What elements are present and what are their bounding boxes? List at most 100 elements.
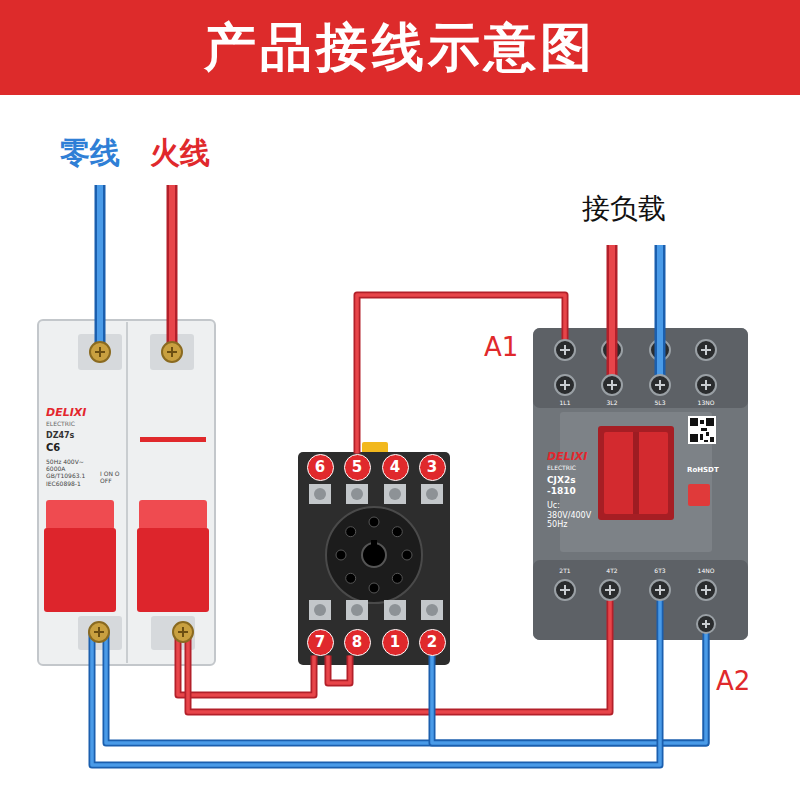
terminal-number-text: 4 (390, 460, 400, 475)
terminal-number-text: 1 (390, 635, 400, 650)
wire-core (432, 640, 706, 743)
screw-slot (655, 585, 665, 595)
screw-slot (701, 345, 711, 355)
terminal-plate (309, 600, 331, 620)
terminal-number: 5 (344, 454, 371, 481)
socket-screw (351, 604, 363, 616)
wire-connector (328, 656, 350, 684)
socket-screw (389, 488, 401, 500)
screw (696, 375, 716, 395)
wire-stub (178, 328, 610, 665)
screw-slot (701, 585, 711, 595)
pin-hole (346, 573, 356, 583)
toggle-top (139, 500, 207, 530)
screw (650, 580, 670, 600)
screw (90, 342, 110, 362)
contactor: DELIXIELECTRICCJX2s -1810Uc: 380V/400V 5… (533, 328, 748, 640)
terminal-plate (346, 600, 368, 620)
wire-outline (92, 640, 660, 765)
terminal-plate (384, 600, 406, 620)
terminal-number-text: 8 (352, 635, 362, 650)
device-marking: ELECTRIC (547, 464, 576, 471)
pin-hole (336, 550, 346, 560)
live-wire (167, 185, 178, 352)
screw-slot (702, 620, 710, 628)
terminal-marking: 2T1 (559, 567, 570, 574)
wire-outline (178, 656, 314, 696)
screw (696, 580, 716, 600)
socket-screw (351, 488, 363, 500)
wire-core (328, 656, 350, 684)
terminal-number: 6 (307, 454, 334, 481)
screw (696, 340, 716, 360)
pin-hole (346, 527, 356, 537)
screw (600, 580, 620, 600)
screw (555, 580, 575, 600)
terminal-marking: 6T3 (654, 567, 665, 574)
contactor-housing (533, 328, 748, 640)
load-neutral-wire-core (657, 245, 663, 385)
terminal-number: 1 (382, 629, 409, 656)
device-marking: C6 (46, 442, 60, 454)
screw-head (162, 342, 182, 362)
wire-stub (92, 590, 706, 665)
screw-head (600, 580, 620, 600)
screw-head (89, 622, 109, 642)
wire-core (357, 295, 565, 454)
bottom-terminal-strip (533, 560, 748, 640)
wire-connector (106, 640, 706, 743)
screw-slot (178, 627, 188, 637)
wire-core (92, 640, 660, 765)
screw (89, 622, 109, 642)
screw (162, 342, 182, 362)
terminal-plate (384, 484, 406, 504)
pin-hole (369, 517, 379, 527)
terminal-number-text: 7 (315, 635, 325, 650)
socket-screw (426, 488, 438, 500)
wire-label: 火线 (150, 135, 210, 171)
screw-head (173, 622, 193, 642)
key-notch (371, 540, 377, 545)
coil-terminal-label: A2 (716, 666, 750, 697)
screw-head (696, 375, 716, 395)
screw-head (90, 342, 110, 362)
octal-socket (326, 507, 422, 603)
wire-connector (178, 656, 314, 696)
screw-head (555, 340, 575, 360)
terminal-number-text: 2 (427, 635, 437, 650)
terminal-marking: 1L1 (560, 399, 571, 406)
device-marking: CJX2s -1810 (547, 475, 599, 497)
device-marking: I ON O OFF (100, 470, 126, 484)
socket-screw (314, 604, 326, 616)
device-marking: RoHSDT (687, 466, 719, 474)
terminal-marking: 5L3 (655, 399, 666, 406)
circuit-breaker: DELIXIELECTRICDZ47sC650Hz 400V~ 6000A GB… (38, 320, 215, 665)
terminal-marking: 14NO (698, 567, 715, 574)
brand-name: DELIXI (46, 406, 86, 419)
socket-screw (314, 488, 326, 500)
screw (555, 375, 575, 395)
terminal-plate (421, 484, 443, 504)
load-neutral-wire (655, 245, 666, 385)
screw (650, 375, 670, 395)
terminal-number: 3 (419, 454, 446, 481)
device-marking: ELECTRIC (46, 420, 75, 427)
load-live-wire (607, 245, 618, 385)
socket-screw (389, 604, 401, 616)
wire-core (178, 656, 314, 696)
title-banner: 产品接线示意图 (0, 0, 800, 95)
actuator (604, 432, 668, 514)
wire-connector (357, 295, 565, 454)
pin-hole (402, 550, 412, 560)
screw (555, 340, 575, 360)
toggle-top (46, 500, 114, 530)
terminal-number: 2 (419, 629, 446, 656)
terminal-number-text: 6 (315, 460, 325, 475)
toggle-lever (44, 528, 116, 612)
pin-hole (392, 527, 402, 537)
terminal-plate (421, 600, 443, 620)
terminal-marking: 13NO (698, 399, 715, 406)
pin-hole (392, 573, 402, 583)
indicator (688, 484, 710, 506)
